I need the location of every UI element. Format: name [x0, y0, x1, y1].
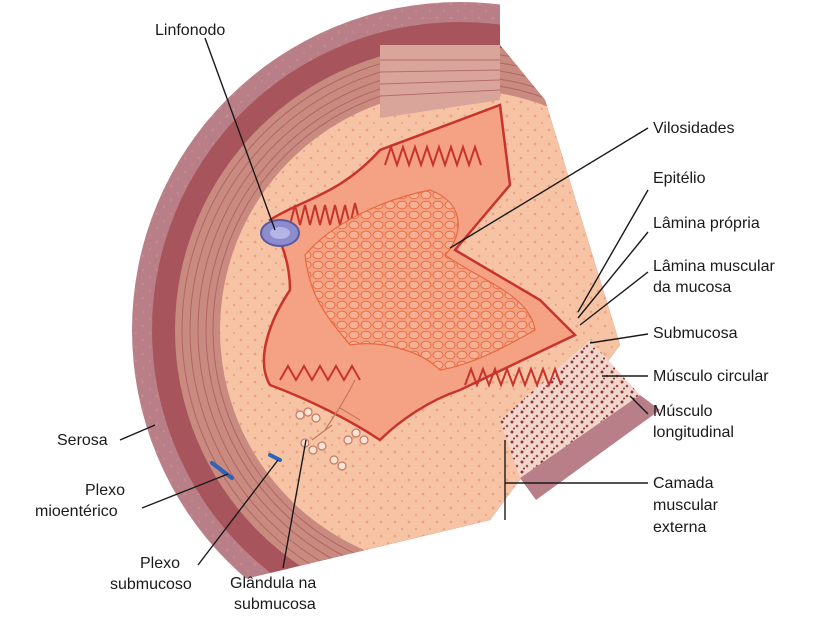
label-epitelio: Epitélio [653, 170, 706, 187]
label-glandula-line2: submucosa [234, 596, 316, 613]
submucosal-gland [295, 379, 369, 471]
label-vilosidades: Vilosidades [653, 120, 735, 137]
myenteric-plexus-mark [210, 461, 234, 480]
label-musculo-circular: Músculo circular [653, 368, 769, 385]
villi-mass [304, 189, 536, 371]
villi-fringe [279, 143, 562, 388]
label-serosa: Serosa [57, 432, 108, 449]
submucosal-plexus-mark [268, 453, 282, 462]
label-plexo-mio-line1: Plexo [85, 482, 125, 499]
label-musculo-longitudinal-line1: Músculo [653, 403, 713, 420]
label-camada-line1: Camada [653, 475, 714, 492]
label-plexo-mio-line2: mioentérico [35, 503, 118, 520]
label-lamina-propria: Lâmina própria [653, 215, 760, 232]
label-linfonodo: Linfonodo [155, 22, 225, 39]
label-lamina-muscular-line1: Lâmina muscular [653, 258, 776, 275]
label-glandula-line1: Glândula na [230, 575, 316, 592]
leader-lines [119, 37, 649, 569]
label-plexo-sub-line2: submucoso [110, 576, 192, 593]
label-submucosa: Submucosa [653, 325, 738, 342]
label-plexo-sub-line1: Plexo [140, 555, 180, 572]
label-camada-line3: externa [653, 519, 706, 536]
right-cut-face [500, 340, 640, 478]
label-camada-line2: muscular [653, 497, 719, 514]
label-musculo-longitudinal-line2: longitudinal [653, 424, 734, 441]
label-lamina-muscular-line2: da mucosa [653, 279, 731, 296]
